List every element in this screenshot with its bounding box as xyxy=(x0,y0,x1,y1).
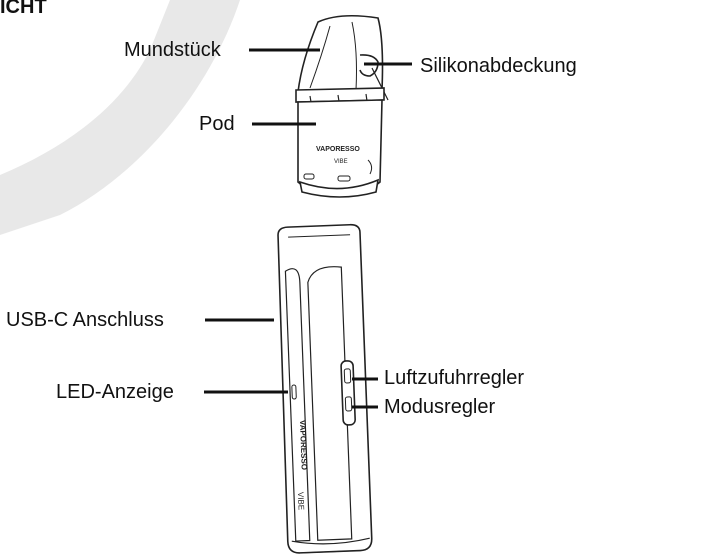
label-pod: Pod xyxy=(199,113,235,135)
watermark-arc xyxy=(0,0,240,235)
device-body xyxy=(277,223,373,554)
led-slot xyxy=(291,384,297,400)
label-silicone-cover: Silikonabdeckung xyxy=(420,55,577,77)
label-mode: Modusregler xyxy=(384,396,496,418)
label-led: LED-Anzeige xyxy=(56,381,174,403)
section-heading: ICHT xyxy=(0,0,47,18)
body-model-text: VIBE xyxy=(296,492,306,511)
mouthpiece-shape xyxy=(297,14,384,93)
switch-housing xyxy=(340,360,356,426)
pod-brand-text: VAPORESSO xyxy=(316,146,360,153)
pod-cartridge xyxy=(295,14,389,198)
label-usb-port: USB-C Anschluss xyxy=(6,309,164,331)
label-mouthpiece: Mundstück xyxy=(124,39,221,61)
pod-model-text: VIBE xyxy=(334,159,348,165)
body-brand-text: VAPORESSO xyxy=(298,420,309,470)
label-airflow: Luftzufuhrregler xyxy=(384,367,525,389)
